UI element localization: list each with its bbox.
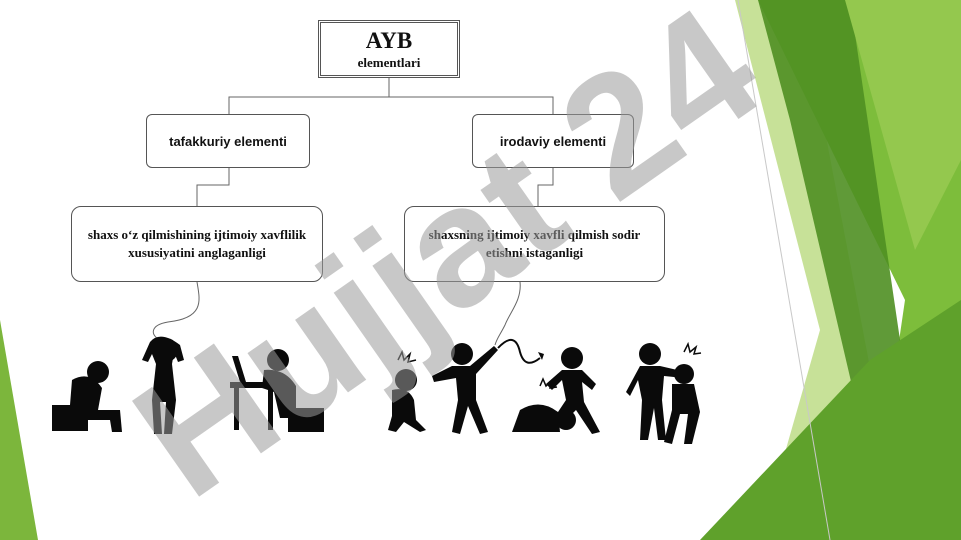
cable-left	[152, 281, 200, 341]
node-tafakkuriy: tafakkuriy elementi	[146, 114, 310, 168]
root-node: AYB elementlari	[318, 20, 460, 78]
root-subtitle: elementlari	[357, 54, 421, 70]
figure-at-laptop	[230, 349, 324, 432]
connector-branch-right	[389, 96, 554, 114]
cable-right	[494, 281, 521, 346]
node-tafakkuriy-detail-text: shaxs o‘z qilmishining ijtimoiy xavflili…	[87, 227, 307, 260]
figure-sitting-sad	[52, 361, 122, 432]
decor-line	[737, 0, 831, 540]
right-green-shape-dark	[758, 0, 900, 420]
connector-branch-left	[228, 96, 389, 114]
node-irodaviy-detail-text: shaxsning ijtimoiy xavfli qilmish sodir …	[428, 227, 641, 260]
node-tafakkuriy-label: tafakkuriy elementi	[169, 133, 287, 149]
figure-standing-stressed	[142, 336, 184, 434]
figure-attacker-whip	[432, 339, 544, 434]
connector-right-detail	[537, 168, 554, 206]
connector-left-detail	[196, 168, 230, 206]
figure-kneeling-scared	[388, 349, 426, 432]
node-tafakkuriy-detail: shaxs o‘z qilmishining ijtimoiy xavflili…	[71, 206, 323, 282]
node-irodaviy-label: irodaviy elementi	[499, 133, 607, 149]
right-green-shape-bottom	[700, 300, 961, 540]
root-title: AYB	[365, 28, 413, 54]
left-green-sliver	[0, 320, 38, 540]
figure-fallen-victim	[512, 377, 576, 432]
node-irodaviy: irodaviy elementi	[472, 114, 634, 168]
right-green-shape-accent	[845, 0, 961, 250]
figure-hitting	[626, 341, 702, 444]
node-irodaviy-detail: shaxsning ijtimoiy xavfli qilmish sodir …	[404, 206, 665, 282]
